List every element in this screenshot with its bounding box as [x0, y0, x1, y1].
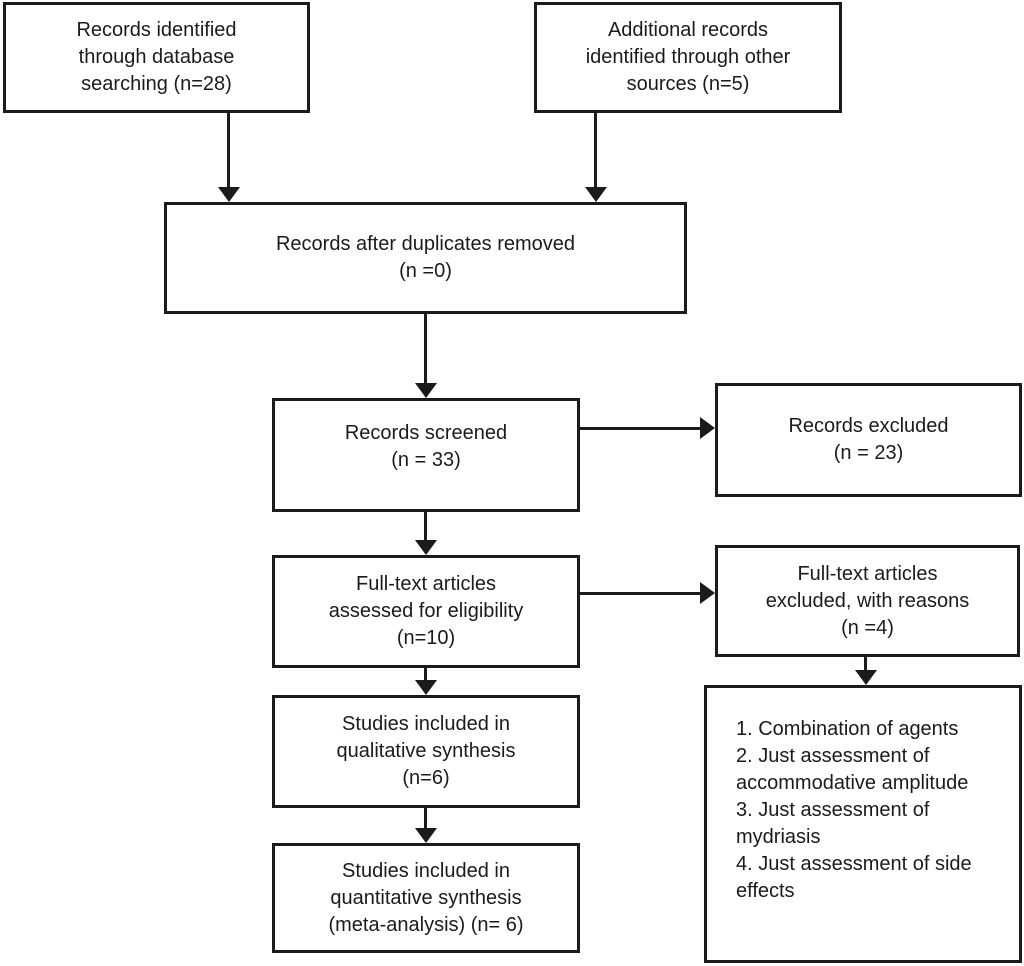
- box-records-screened: Records screened(n = 33): [272, 398, 580, 512]
- box-records-excluded-text: Records excluded(n = 23): [788, 415, 949, 464]
- box-records-excluded: Records excluded(n = 23): [715, 383, 1022, 497]
- arrow-stem: [580, 592, 701, 595]
- box-records-screened-text: Records screened(n = 33): [344, 422, 508, 471]
- arrow-stem: [864, 657, 867, 672]
- arrowhead-down-icon: [585, 187, 607, 202]
- arrowhead-down-icon: [415, 680, 437, 695]
- arrowhead-down-icon: [415, 540, 437, 555]
- arrowhead-right-icon: [700, 582, 715, 604]
- arrow-stem: [580, 427, 701, 430]
- box-duplicates-removed: Records after duplicates removed(n =0): [164, 202, 687, 314]
- arrowhead-down-icon: [415, 828, 437, 843]
- arrow-stem: [594, 113, 597, 188]
- arrow-stem: [424, 512, 427, 541]
- box-duplicates-removed-text: Records after duplicates removed(n =0): [275, 233, 576, 282]
- arrow-stem: [424, 808, 427, 829]
- arrowhead-down-icon: [218, 187, 240, 202]
- arrowhead-down-icon: [855, 670, 877, 685]
- arrowhead-right-icon: [700, 417, 715, 439]
- arrowhead-down-icon: [415, 383, 437, 398]
- arrow-stem: [227, 113, 230, 188]
- arrow-stem: [424, 314, 427, 384]
- arrow-stem: [424, 668, 427, 682]
